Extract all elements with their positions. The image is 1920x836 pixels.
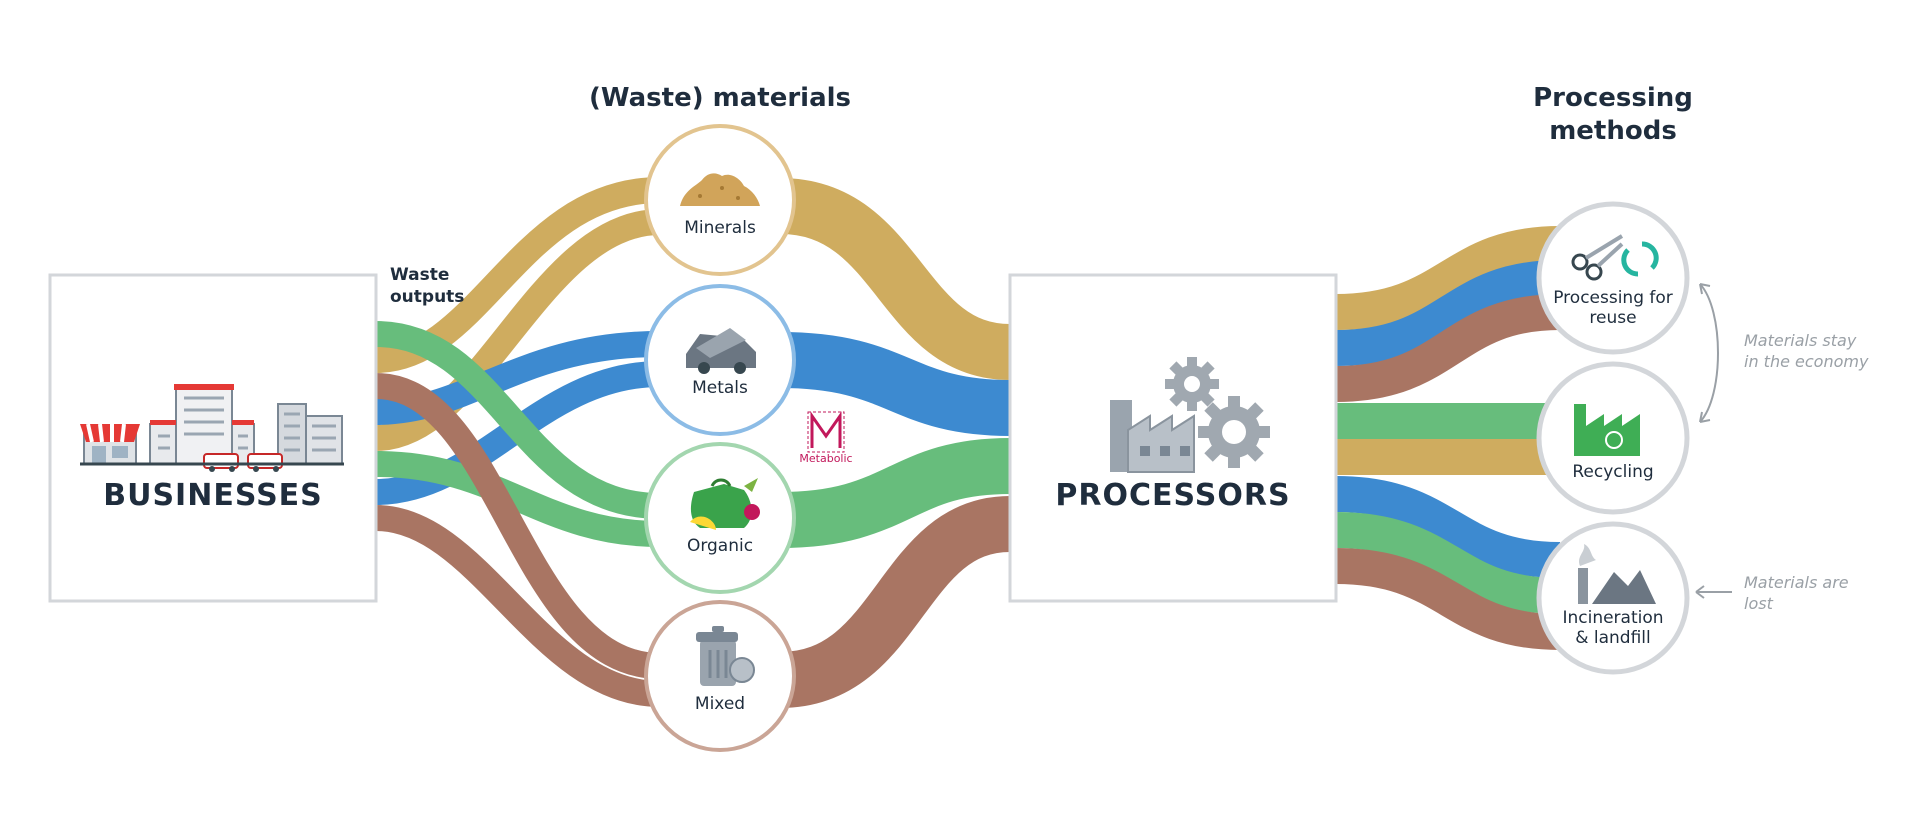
recycling-factory-icon — [1574, 404, 1640, 456]
stay-arrowhead-bottom — [1699, 411, 1711, 423]
flow-minerals-processors — [778, 178, 1012, 380]
stay-note: Materials stay in the economy — [1744, 331, 1869, 371]
lost-note: Materials are lost — [1744, 573, 1849, 613]
materials-heading: (Waste) materials — [588, 83, 852, 113]
stay-arrowhead-top — [1699, 283, 1711, 295]
metals-icon — [686, 328, 756, 374]
organic-icon — [690, 478, 760, 530]
flow-processors-incineration-organic — [1335, 512, 1561, 614]
flow-businesses-minerals-2 — [375, 209, 661, 451]
material-flows — [778, 178, 1012, 708]
methods-heading: Processing methods — [1533, 83, 1693, 146]
trash-can-icon — [696, 626, 755, 686]
organic-label: Organic — [686, 536, 754, 556]
minerals-icon — [680, 173, 760, 206]
flow-businesses-organic-1 — [375, 321, 661, 519]
flow-businesses-organic-2 — [375, 451, 661, 547]
incineration-label: Incineration & landfill — [1562, 608, 1664, 648]
flow-processors-reuse-mixed — [1335, 294, 1561, 402]
businesses-label: BUSINESSES — [103, 478, 323, 513]
incinerator-landfill-icon — [1578, 544, 1656, 604]
flow-mixed-processors — [778, 496, 1012, 708]
waste-outputs-label: Waste outputs — [390, 265, 465, 307]
scissors-icon — [1571, 234, 1624, 281]
flow-organic-processors — [779, 438, 1011, 548]
metabolic-logo-text: Metabolic — [799, 452, 853, 465]
stay-arrow — [1699, 283, 1719, 423]
factory-gears-icon — [1110, 357, 1270, 473]
flow-businesses-mixed-1 — [375, 373, 661, 679]
reuse-arrows-icon — [1621, 241, 1659, 277]
business-flows — [375, 177, 661, 707]
flow-processors-reuse-minerals — [1335, 226, 1561, 330]
lost-arrow — [1695, 585, 1732, 599]
method-flows — [1335, 226, 1561, 650]
metals-label: Metals — [692, 378, 748, 398]
mixed-label: Mixed — [694, 694, 746, 714]
flow-businesses-mixed-2 — [375, 505, 661, 707]
flow-processors-incineration-metals — [1335, 476, 1561, 578]
reuse-circle — [1536, 201, 1690, 355]
flow-metals-processors — [779, 332, 1011, 436]
processors-label: PROCESSORS — [1055, 478, 1291, 513]
flow-processors-incineration-mixed — [1335, 548, 1561, 650]
metabolic-logo — [807, 411, 845, 453]
minerals-label: Minerals — [684, 218, 756, 238]
recycling-label: Recycling — [1572, 462, 1654, 482]
buildings-icon — [80, 384, 344, 472]
reuse-label: Processing for reuse — [1553, 288, 1673, 328]
flow-processors-reuse-metals — [1335, 260, 1561, 366]
